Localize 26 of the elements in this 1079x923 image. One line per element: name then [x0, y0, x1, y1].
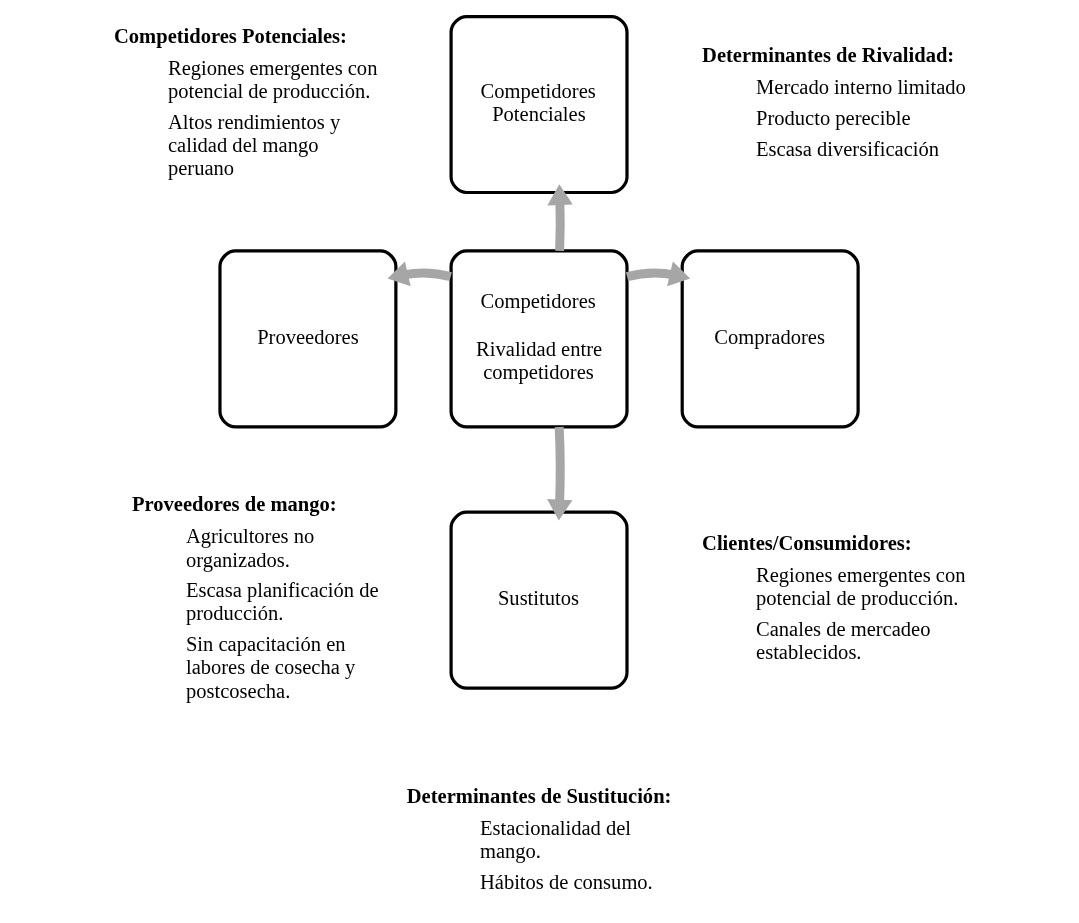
node-box: Competidores Rivalidad entre competidores	[448, 249, 629, 429]
node-label: Proveedores de mango:	[131, 493, 337, 516]
node-box: Compradores	[680, 249, 860, 429]
arrow	[546, 184, 573, 252]
arrow	[387, 261, 452, 287]
node-label: Clientes/Consumidores:	[701, 531, 912, 554]
node-label: Escasa planificación de producción.	[185, 579, 379, 625]
arrow	[546, 426, 572, 521]
node-box: Competidores Potenciales	[448, 15, 629, 195]
node-label: Regiones emergentes con potencial de producción.	[755, 563, 965, 610]
node-label: Producto perecible	[755, 106, 911, 129]
node-label: Regiones emergentes con potencial de producción.	[167, 56, 377, 102]
arrow	[625, 261, 690, 287]
node-label: Hábitos de consumo.	[479, 870, 653, 893]
node-label: Escasa diversificación	[755, 137, 939, 160]
node-box: Proveedores	[217, 249, 397, 429]
node-box: Sustitutos	[448, 510, 629, 690]
node-label: Canales de mercadeo establecidos.	[755, 617, 930, 663]
node-label: Estacionalidad del mango.	[479, 816, 631, 862]
node-label: Altos rendimientos y calidad del mango peruano	[167, 110, 340, 179]
node-label: Agricultores no organizados.	[185, 525, 314, 571]
node-label: Mercado interno limitado	[755, 76, 966, 99]
node-label: Determinantes de Sustitución:	[406, 784, 671, 807]
node-label: Sin capacitación en labores de cosecha y postcosecha.	[185, 633, 355, 702]
node-label: Competidores Potenciales:	[113, 24, 347, 47]
node-label: Determinantes de Rivalidad:	[701, 43, 954, 66]
